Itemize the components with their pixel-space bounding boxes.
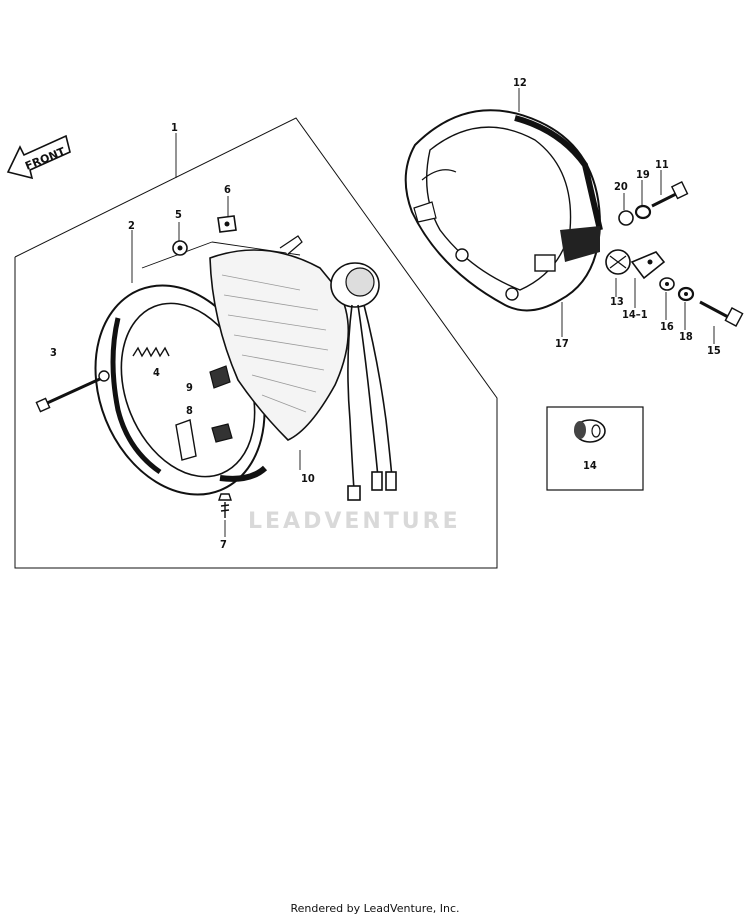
reflector-13 — [605, 249, 631, 275]
nut-5 — [172, 240, 188, 256]
callout-18: 18 — [679, 330, 693, 343]
callout-1: 1 — [171, 121, 178, 134]
callout-7: 7 — [220, 538, 227, 551]
callout-5: 5 — [175, 208, 182, 221]
screw-3 — [35, 370, 110, 413]
wiring-harness — [347, 304, 397, 501]
sealed-beam-unit — [209, 235, 380, 441]
callout-6: 6 — [224, 183, 231, 196]
callout-3: 3 — [50, 346, 57, 359]
clip-9 — [209, 365, 231, 389]
screw-7 — [218, 493, 232, 518]
footer-credit: Rendered by LeadVenture, Inc. — [290, 902, 460, 915]
washer-19 — [634, 204, 652, 220]
callout-11: 11 — [655, 158, 669, 171]
collar-20 — [618, 210, 634, 226]
headlight-case — [404, 109, 603, 312]
bolt-15 — [699, 300, 744, 327]
clip-8 — [211, 423, 233, 443]
grommet-inset — [546, 406, 644, 491]
callout-9: 9 — [186, 381, 193, 394]
spring-4 — [132, 346, 170, 358]
washer-16 — [659, 277, 675, 291]
callout-19: 19 — [636, 168, 650, 181]
bracket-14-1 — [630, 251, 666, 280]
callout-13: 13 — [610, 295, 624, 308]
callout-20: 20 — [614, 180, 628, 193]
front-arrow-icon: FRONT — [6, 134, 71, 180]
clip-nut-6 — [217, 215, 237, 233]
callout-14: 14 — [583, 459, 597, 472]
watermark: LEADVENTURE — [248, 509, 461, 534]
leader-lines — [99, 88, 715, 537]
callout-15: 15 — [707, 344, 721, 357]
callout-17: 17 — [555, 337, 569, 350]
callout-10: 10 — [301, 472, 315, 485]
callout-12: 12 — [513, 76, 527, 89]
callout-14-1: 14–1 — [622, 308, 648, 321]
callout-2: 2 — [128, 219, 135, 232]
rim-tab — [175, 419, 197, 461]
callout-4: 4 — [153, 366, 160, 379]
washer-18 — [677, 286, 695, 302]
callout-8: 8 — [186, 404, 193, 417]
assembly-bracket — [14, 117, 498, 569]
callout-labels: 1 2 3 4 5 6 7 8 9 10 11 12 13 14–1 14 15… — [50, 76, 721, 551]
callout-16: 16 — [660, 320, 674, 333]
bolt-11 — [651, 181, 689, 208]
